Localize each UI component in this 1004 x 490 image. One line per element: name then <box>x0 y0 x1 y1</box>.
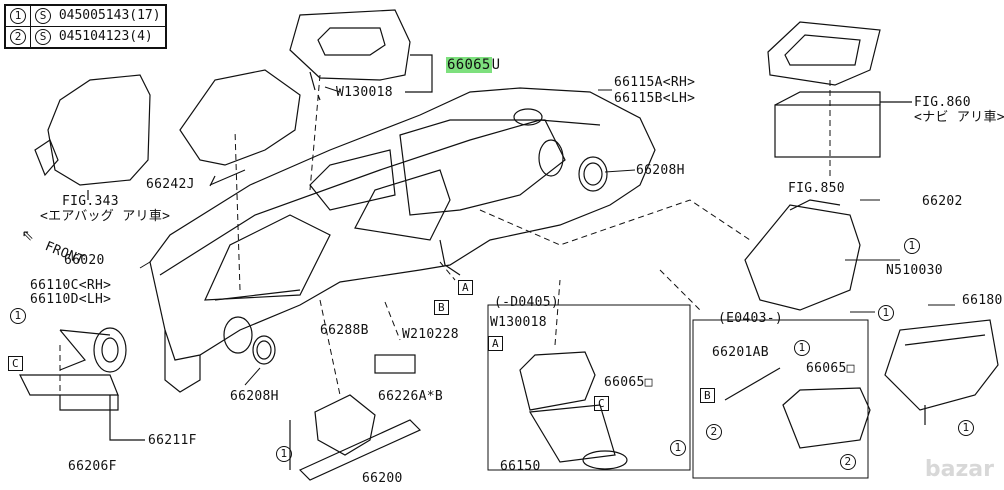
ring-gaskets <box>252 156 608 365</box>
label-w130018-top: W130018 <box>336 85 393 100</box>
legend-part: 045104123 <box>58 29 130 44</box>
label-w130018-mid: W130018 <box>490 315 547 330</box>
label-66201ab: 66201AB <box>712 345 769 360</box>
airbag-part <box>34 74 151 200</box>
label-66065-right: 66065□ <box>806 361 855 376</box>
part-66065u: 66065U <box>446 57 501 73</box>
label-66110d: 66110D<LH> <box>30 292 112 307</box>
cluster-hood <box>884 319 999 425</box>
legend-qty: (4) <box>129 29 153 44</box>
callout-two-icon: 2 <box>706 424 722 440</box>
ref-box-b: B <box>434 300 449 315</box>
callout-one-icon: 1 <box>958 420 974 436</box>
ref-box-c: C <box>8 356 23 371</box>
label-range-d0405: (-D0405) <box>494 295 560 310</box>
label-66226: 66226A*B <box>378 389 444 404</box>
ref-box-a: A <box>488 336 503 351</box>
screw-symbol-icon: S <box>35 8 51 24</box>
label-fig343-note: <エアバッグ アリ車> <box>40 209 171 224</box>
callout-one-icon: 1 <box>904 238 920 254</box>
label-66288b: 66288B <box>320 323 369 338</box>
label-66208h-right: 66208H <box>636 163 685 178</box>
label-66211f: 66211F <box>148 433 197 448</box>
meter-cluster <box>744 199 861 311</box>
callout-one-icon: 1 <box>10 8 26 24</box>
dashboard-panel <box>149 87 656 393</box>
nav-screen <box>767 21 912 158</box>
label-66242j: 66242J <box>146 177 195 192</box>
label-fig343: FIG.343 <box>62 194 119 209</box>
legend-row: 1 S 045005143(17) <box>5 5 166 27</box>
legend-qty: (17) <box>129 8 161 23</box>
part-suffix: U <box>491 57 501 73</box>
callout-one-icon: 1 <box>878 305 894 321</box>
label-66115a: 66115A<RH> <box>614 75 696 90</box>
group-e0403 <box>692 319 871 479</box>
label-leaders <box>128 86 955 441</box>
label-fig860: FIG.860 <box>914 95 971 110</box>
ref-box-c: C <box>594 396 609 411</box>
callout-one-icon: 1 <box>10 308 26 324</box>
console-bracket <box>289 354 422 481</box>
label-range-e0403: (E0403-) <box>718 311 784 326</box>
legend-table: 1 S 045005143(17) 2 S 045104123(4) <box>4 4 167 49</box>
label-66020: 66020 <box>64 253 105 268</box>
label-66206f: 66206F <box>68 459 117 474</box>
label-66200: 66200 <box>362 471 403 486</box>
group-d0405 <box>487 304 691 471</box>
label-66180: 66180 <box>962 293 1003 308</box>
ref-box-b: B <box>700 388 715 403</box>
watermark-logo: bazar <box>924 457 994 482</box>
label-n510030: N510030 <box>886 263 943 278</box>
label-66150: 66150 <box>500 459 541 474</box>
legend-row: 2 S 045104123(4) <box>5 26 166 48</box>
ref-box-a: A <box>458 280 473 295</box>
leader-lines <box>59 74 831 396</box>
label-66202: 66202 <box>922 194 963 209</box>
callout-one-icon: 1 <box>794 340 810 356</box>
label-66115b: 66115B<LH> <box>614 91 696 106</box>
callout-one-icon: 1 <box>276 446 292 462</box>
label-w210228: W210228 <box>402 327 459 342</box>
glovebox-lid <box>179 69 301 187</box>
label-66065-mid: 66065□ <box>604 375 653 390</box>
front-arrow-icon: ⇖ <box>22 221 35 245</box>
label-fig860-note: <ナビ アリ車> <box>914 110 1004 125</box>
label-66110c: 66110C<RH> <box>30 278 112 293</box>
legend-part: 045005143 <box>58 8 130 23</box>
screw-symbol-icon: S <box>35 29 51 45</box>
callout-two-icon: 2 <box>10 29 26 45</box>
label-fig850: FIG.850 <box>788 181 845 196</box>
callout-two-icon: 2 <box>840 454 856 470</box>
highlighted-part-number: 66065 <box>446 57 492 73</box>
left-vent <box>19 327 145 441</box>
label-66208h-left: 66208H <box>230 389 279 404</box>
callout-one-icon: 1 <box>670 440 686 456</box>
